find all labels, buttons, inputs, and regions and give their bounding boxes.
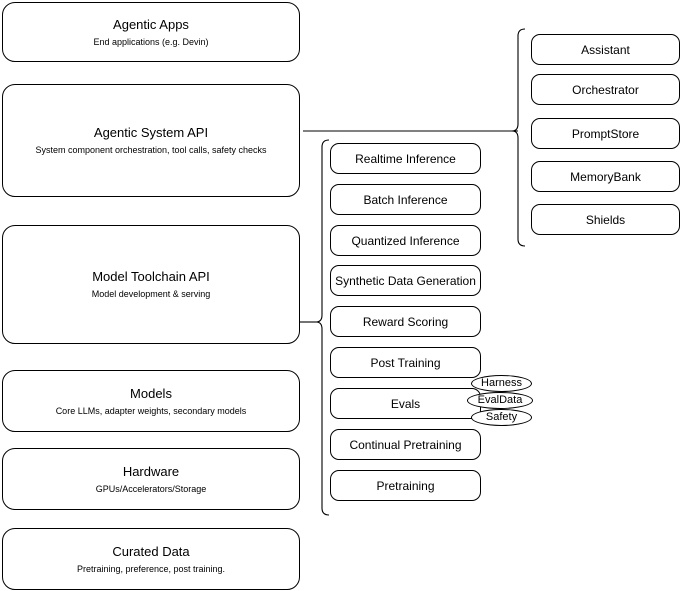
layer-title: Hardware <box>122 463 180 479</box>
toolchain-item-post-training[interactable]: Post Training <box>330 347 481 378</box>
system-component-promptstore[interactable]: PromptStore <box>531 118 680 149</box>
toolchain-item-label: Pretraining <box>376 478 435 493</box>
layer-title: Curated Data <box>112 543 190 559</box>
toolchain-item-label: Batch Inference <box>363 192 448 207</box>
toolchain-item-label: Post Training <box>370 355 441 370</box>
layer-subtitle: System component orchestration, tool cal… <box>35 145 267 155</box>
system-component-shields[interactable]: Shields <box>531 204 680 235</box>
bracket-toolchain-items <box>315 139 330 516</box>
layer-subtitle: Model development & serving <box>91 289 211 299</box>
toolchain-item-realtime-inference[interactable]: Realtime Inference <box>330 143 481 174</box>
layer-title: Agentic System API <box>93 125 209 140</box>
toolchain-item-synthetic-data-generation[interactable]: Synthetic Data Generation <box>330 265 481 296</box>
system-component-orchestrator[interactable]: Orchestrator <box>531 74 680 105</box>
layer-hardware[interactable]: Hardware GPUs/Accelerators/Storage <box>2 448 300 510</box>
system-component-label: Orchestrator <box>572 82 639 97</box>
layer-models[interactable]: Models Core LLMs, adapter weights, secon… <box>2 370 300 432</box>
system-component-label: PromptStore <box>571 126 640 141</box>
layer-title: Models <box>130 385 172 401</box>
toolchain-item-batch-inference[interactable]: Batch Inference <box>330 184 481 215</box>
system-component-label: Shields <box>585 212 626 227</box>
system-component-label: Assistant <box>581 42 630 57</box>
bracket-system-components <box>511 28 526 247</box>
layer-subtitle: Pretraining, preference, post training. <box>76 563 226 574</box>
toolchain-item-pretraining[interactable]: Pretraining <box>330 470 481 501</box>
layer-subtitle: Core LLMs, adapter weights, secondary mo… <box>55 405 247 416</box>
toolchain-item-evals[interactable]: Evals <box>330 388 481 419</box>
toolchain-item-label: Realtime Inference <box>355 151 456 166</box>
layer-subtitle: End applications (e.g. Devin) <box>93 36 209 47</box>
layer-curated-data[interactable]: Curated Data Pretraining, preference, po… <box>2 528 300 590</box>
layer-subtitle: GPUs/Accelerators/Storage <box>95 483 207 494</box>
layer-model-toolchain-api[interactable]: Model Toolchain API Model development & … <box>2 225 300 344</box>
layer-agentic-system-api[interactable]: Agentic System API System component orch… <box>2 84 300 197</box>
toolchain-item-quantized-inference[interactable]: Quantized Inference <box>330 225 481 256</box>
toolchain-item-label: Evals <box>390 396 421 411</box>
toolchain-item-continual-pretraining[interactable]: Continual Pretraining <box>330 429 481 460</box>
layer-title: Model Toolchain API <box>92 269 210 284</box>
toolchain-item-label: Quantized Inference <box>351 233 460 248</box>
toolchain-item-reward-scoring[interactable]: Reward Scoring <box>330 306 481 337</box>
system-component-assistant[interactable]: Assistant <box>531 34 680 65</box>
system-component-memorybank[interactable]: MemoryBank <box>531 161 680 192</box>
toolchain-item-label: Reward Scoring <box>362 314 449 329</box>
eval-badge-safety[interactable]: Safety <box>471 409 532 426</box>
system-component-label: MemoryBank <box>570 169 641 184</box>
toolchain-item-label: Continual Pretraining <box>349 437 462 452</box>
layer-agentic-apps[interactable]: Agentic Apps End applications (e.g. Devi… <box>2 2 300 62</box>
eval-badge-evaldata[interactable]: EvalData <box>467 392 533 409</box>
layer-title: Agentic Apps <box>113 16 189 32</box>
toolchain-item-label: Synthetic Data Generation <box>335 273 476 288</box>
eval-badge-harness[interactable]: Harness <box>471 375 532 392</box>
